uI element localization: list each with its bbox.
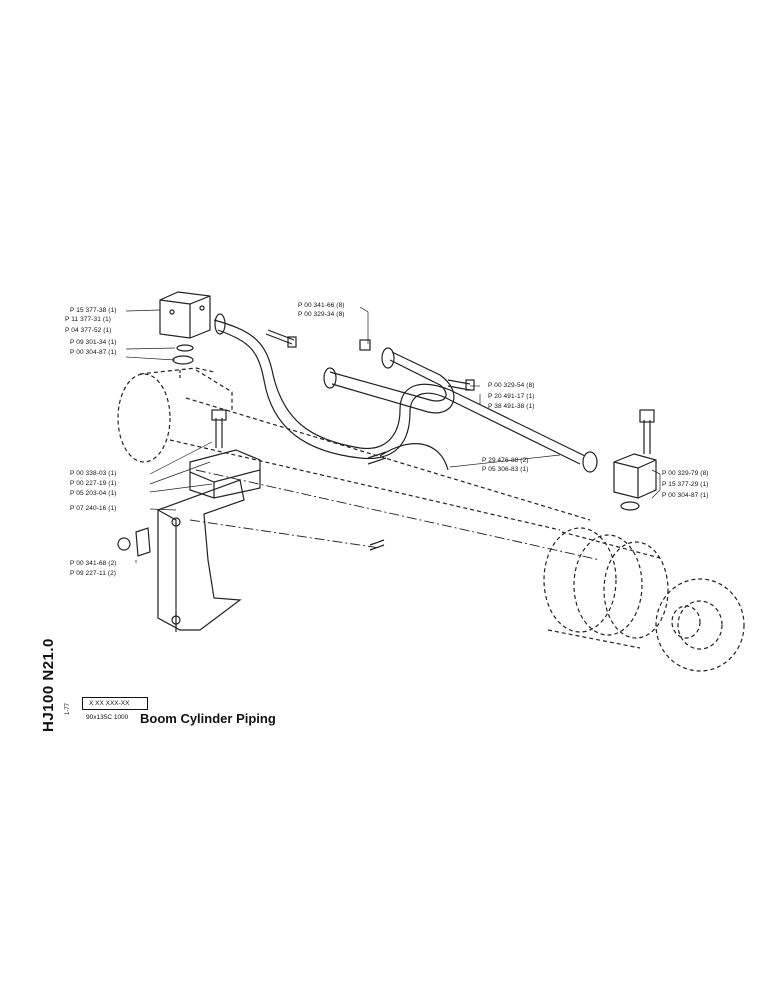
upper-pipe [213,313,586,465]
boom-cylinder [117,367,745,672]
callout-label: P 20 491-17 (1) [488,393,535,400]
right-flange [582,451,598,473]
callout-label: P 00 304-87 (1) [70,349,117,356]
leader-lines [125,306,661,563]
callout-label: P 00 341-68 (2) [70,560,117,567]
callout-label: P 29 476-88 (2) [482,457,529,464]
lock-plate [135,527,151,557]
right-bolt [643,420,651,454]
page-title: Boom Cylinder Piping [140,711,276,726]
washer-left [176,344,194,352]
callout-label: P 05 306-83 (1) [482,466,529,473]
scale-text: 90x135C 1000 [86,714,129,721]
callout-label: P 11 377-31 (1) [65,316,112,323]
revision-code: 1-77 [65,702,72,716]
hose [379,443,449,471]
callout-label: P 15 377-38 (1) [70,307,117,314]
callout-label: P 09 301-34 (1) [70,339,117,346]
callout-label: P 00 329-34 (8) [298,311,345,318]
callout-label: P 07 240-16 (1) [70,505,117,512]
callout-label: P 00 329-54 (8) [488,382,535,389]
cylinder-centerline [195,469,601,561]
clamp-centerline [189,519,381,549]
side-code: HJ100 N21.0 [40,638,57,732]
nut-small [117,537,131,551]
clamp-upper [189,449,261,499]
callout-label: P 04 377-52 (1) [65,327,112,334]
callout-label: P 38 491-38 (1) [488,403,535,410]
oring-left [172,355,194,365]
code-box: X XX XXX-XX [82,697,148,710]
callout-label: P 05 203-04 (1) [70,490,117,497]
callout-label: P 00 329-79 (8) [662,470,709,477]
callout-label: P 00 227-19 (1) [70,480,117,487]
bolt-left-head [287,336,297,348]
callout-label: P 09 227-11 (2) [70,570,117,577]
nut-mid [359,339,371,351]
lower-pipe [323,347,455,414]
clamp-bolt [215,418,223,448]
callout-label: P 00 304-87 (1) [662,492,709,499]
callout-label: P 15 377-29 (1) [662,481,709,488]
callout-label: P 00 341-66 (8) [298,302,345,309]
clamp-bracket [157,479,245,632]
callout-label: P 00 338-03 (1) [70,470,117,477]
left-valve-block [159,291,211,339]
right-valve-block [613,453,657,499]
oring-right [620,501,640,511]
